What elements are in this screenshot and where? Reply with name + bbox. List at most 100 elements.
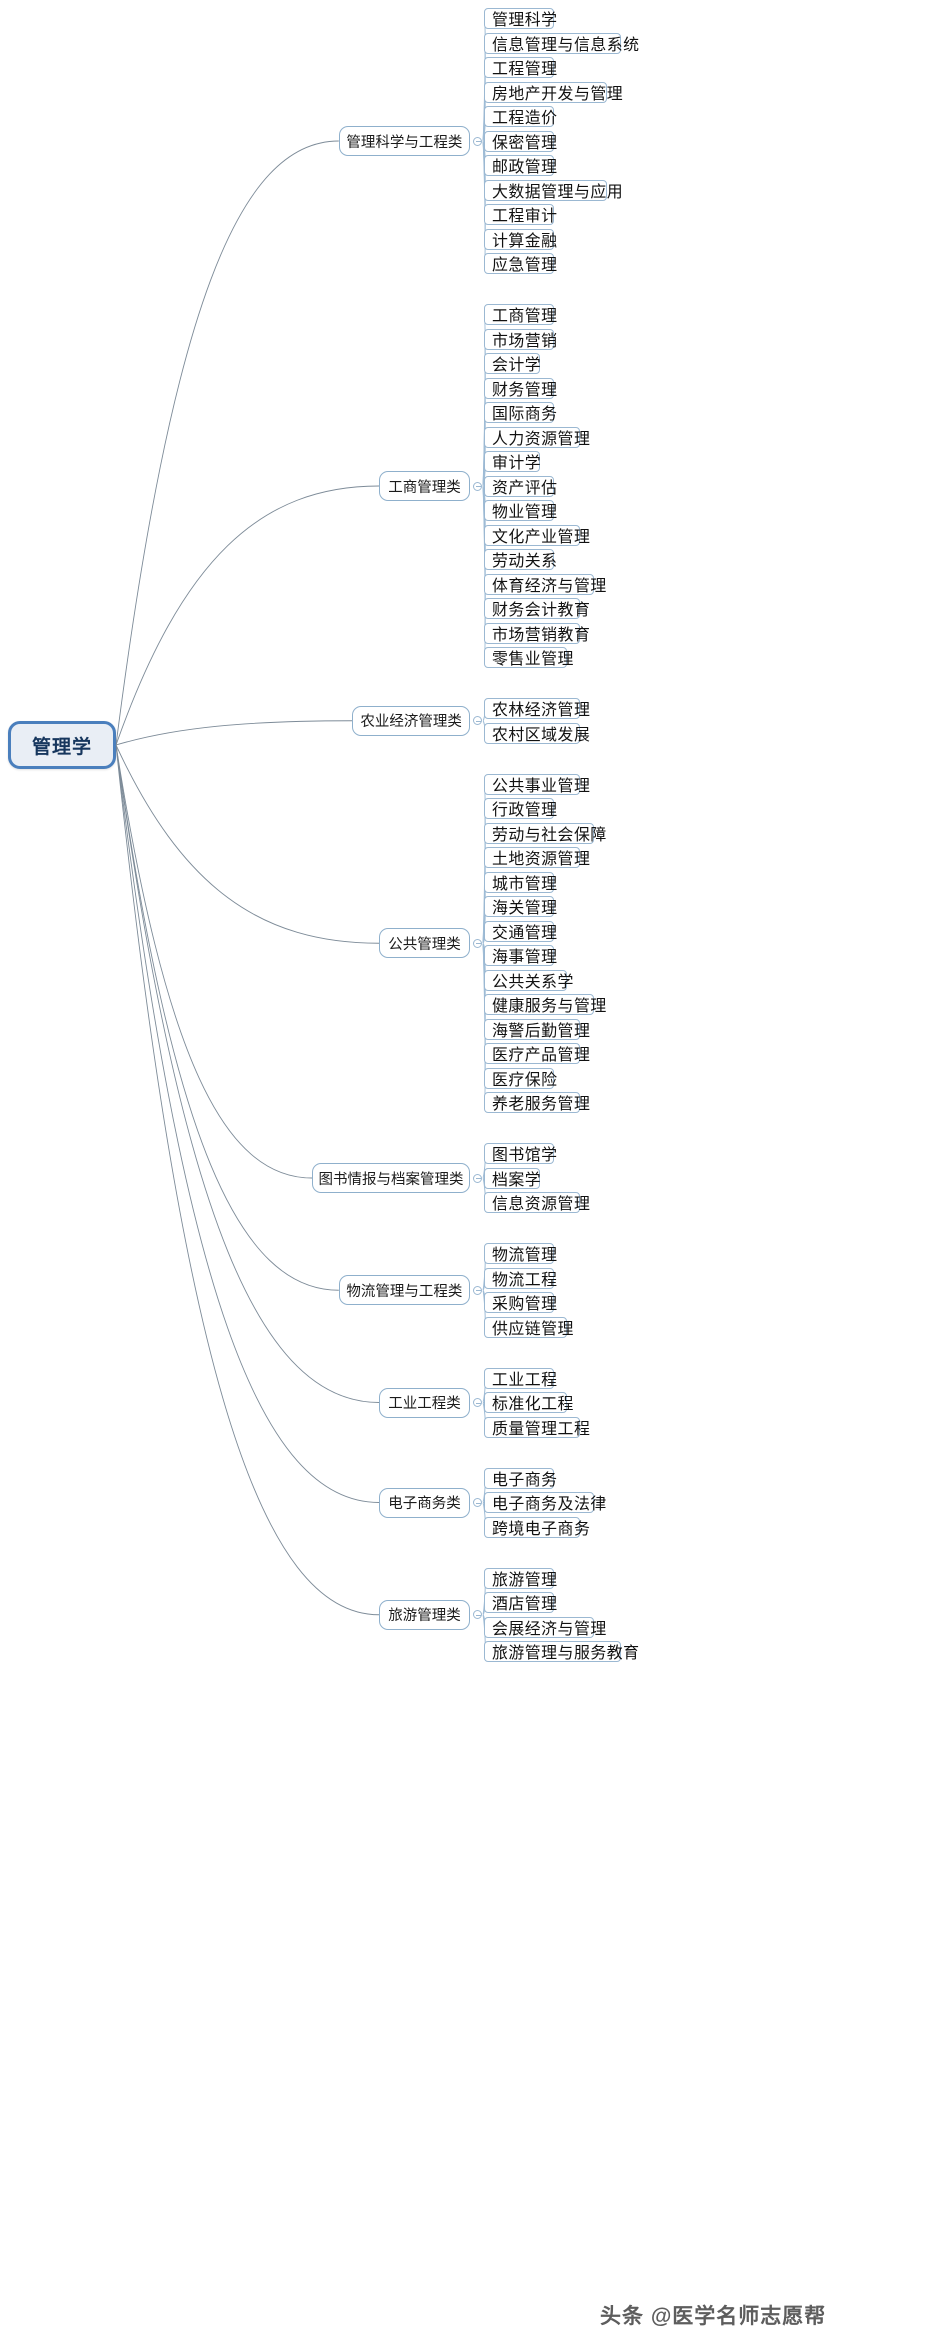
leaf-node[interactable]: 城市管理 xyxy=(484,871,557,893)
leaf-node[interactable]: 财务会计教育 xyxy=(484,598,590,619)
leaf-node[interactable]: 物流管理 xyxy=(484,1243,557,1264)
leaf-node[interactable]: 应急管理 xyxy=(484,253,557,274)
leaf-node[interactable]: 农林经济管理 xyxy=(484,698,590,719)
leaf-node[interactable]: 审计学 xyxy=(484,451,541,472)
leaf-node[interactable]: 医疗产品管理 xyxy=(484,1043,590,1064)
leaf-node[interactable]: 行政管理 xyxy=(484,798,557,819)
leaf-node[interactable]: 养老服务管理 xyxy=(484,1092,590,1113)
leaf-node[interactable]: 会展经济与管理 xyxy=(484,1616,606,1638)
leaf-node[interactable]: 采购管理 xyxy=(484,1292,557,1313)
leaf-node[interactable]: 财务管理 xyxy=(484,377,557,399)
branch-node[interactable]: 工商管理类 xyxy=(379,471,470,501)
leaf-node[interactable]: 保密管理 xyxy=(484,130,557,152)
leaf-node[interactable]: 国际商务 xyxy=(484,402,557,423)
leaf-node[interactable]: 工业工程 xyxy=(484,1367,557,1389)
leaf-node[interactable]: 土地资源管理 xyxy=(484,847,590,868)
leaf-node[interactable]: 标准化工程 xyxy=(484,1392,573,1413)
branch-node[interactable]: 公共管理类 xyxy=(379,928,470,959)
collapse-toggle-icon[interactable] xyxy=(473,136,482,146)
branch-node[interactable]: 管理科学与工程类 xyxy=(338,126,470,156)
leaf-node[interactable]: 图书馆学 xyxy=(484,1143,557,1164)
branch-label: 电子商务类 xyxy=(388,1496,461,1512)
leaf-node[interactable]: 信息资源管理 xyxy=(484,1192,590,1213)
leaf-node[interactable]: 房地产开发与管理 xyxy=(484,81,623,103)
leaf-node[interactable]: 工程造价 xyxy=(484,106,557,127)
leaf-label: 会展经济与管理 xyxy=(492,1620,607,1638)
leaf-node[interactable]: 电子商务及法律 xyxy=(484,1492,606,1513)
leaf-label: 保密管理 xyxy=(492,134,558,152)
leaf-label: 农村区域发展 xyxy=(492,726,591,744)
leaf-node[interactable]: 海事管理 xyxy=(484,945,557,966)
leaf-label: 会计学 xyxy=(492,357,542,374)
leaf-node[interactable]: 农村区域发展 xyxy=(484,722,590,744)
branch-node[interactable]: 农业经济管理类 xyxy=(352,705,470,736)
leaf-node[interactable]: 人力资源管理 xyxy=(484,426,590,448)
leaf-label: 物流管理 xyxy=(492,1247,558,1264)
leaf-node[interactable]: 零售业管理 xyxy=(484,647,573,668)
collapse-toggle-icon[interactable] xyxy=(473,1285,482,1295)
leaf-label: 劳动与社会保障 xyxy=(492,826,607,844)
leaf-node[interactable]: 文化产业管理 xyxy=(484,524,590,546)
leaf-node[interactable]: 公共事业管理 xyxy=(484,773,590,795)
branch-node[interactable]: 图书情报与档案管理类 xyxy=(312,1163,470,1193)
branch-node[interactable]: 物流管理与工程类 xyxy=(338,1275,470,1306)
leaf-node[interactable]: 劳动关系 xyxy=(484,549,557,570)
leaf-label: 医疗产品管理 xyxy=(492,1047,591,1064)
leaf-node[interactable]: 劳动与社会保障 xyxy=(484,822,606,844)
leaf-node[interactable]: 海关管理 xyxy=(484,896,557,917)
collapse-toggle-icon[interactable] xyxy=(473,1173,482,1183)
collapse-toggle-icon[interactable] xyxy=(473,1498,482,1507)
leaf-node[interactable]: 供应链管理 xyxy=(484,1316,573,1338)
branch-node[interactable]: 电子商务类 xyxy=(379,1487,470,1518)
collapse-toggle-icon[interactable] xyxy=(473,938,482,948)
leaf-node[interactable]: 资产评估 xyxy=(484,475,557,497)
leaf-node[interactable]: 体育经济与管理 xyxy=(484,573,606,595)
leaf-node[interactable]: 管理科学 xyxy=(484,8,557,29)
leaf-node[interactable]: 工程管理 xyxy=(484,57,557,78)
leaf-node[interactable]: 医疗保险 xyxy=(484,1067,557,1089)
leaf-node[interactable]: 电子商务 xyxy=(484,1467,557,1489)
leaf-node[interactable]: 公共关系学 xyxy=(484,969,573,991)
leaf-node[interactable]: 物业管理 xyxy=(484,500,557,521)
root-node[interactable]: 管理学 xyxy=(8,721,116,769)
collapse-toggle-icon[interactable] xyxy=(473,716,482,726)
leaf-node[interactable]: 大数据管理与应用 xyxy=(484,179,623,201)
leaf-label: 交通管理 xyxy=(492,924,558,942)
leaf-node[interactable]: 物流工程 xyxy=(484,1267,557,1289)
leaf-node[interactable]: 跨境电子商务 xyxy=(484,1516,590,1538)
leaf-label: 档案学 xyxy=(492,1171,542,1189)
leaf-label: 公共关系学 xyxy=(492,973,574,991)
leaf-node[interactable]: 市场营销教育 xyxy=(484,622,590,644)
leaf-node[interactable]: 健康服务与管理 xyxy=(484,994,606,1015)
collapse-toggle-icon[interactable] xyxy=(473,1398,482,1407)
leaf-node[interactable]: 交通管理 xyxy=(484,920,557,942)
leaf-node[interactable]: 会计学 xyxy=(484,353,542,374)
leaf-node[interactable]: 计算金融 xyxy=(484,228,557,250)
leaf-node[interactable]: 市场营销 xyxy=(484,328,557,350)
leaf-node[interactable]: 质量管理工程 xyxy=(484,1416,590,1438)
branch-node[interactable]: 工业工程类 xyxy=(379,1387,470,1418)
leaf-label: 养老服务管理 xyxy=(492,1096,591,1113)
leaf-node[interactable]: 工程审计 xyxy=(484,204,557,225)
leaf-label: 行政管理 xyxy=(492,802,558,819)
leaf-node[interactable]: 海警后勤管理 xyxy=(484,1018,590,1040)
leaf-label: 公共事业管理 xyxy=(492,777,591,795)
collapse-toggle-icon[interactable] xyxy=(473,1610,482,1620)
leaf-label: 电子商务 xyxy=(492,1471,558,1489)
leaf-node[interactable]: 信息管理与信息系统 xyxy=(484,32,639,54)
leaf-label: 健康服务与管理 xyxy=(492,998,607,1015)
leaf-label: 计算金融 xyxy=(492,232,558,250)
leaf-label: 医疗保险 xyxy=(492,1071,558,1089)
leaf-node[interactable]: 档案学 xyxy=(484,1167,542,1189)
leaf-label: 财务管理 xyxy=(492,381,558,399)
leaf-node[interactable]: 酒店管理 xyxy=(484,1592,557,1613)
collapse-toggle-icon[interactable] xyxy=(473,481,482,491)
leaf-node[interactable]: 旅游管理 xyxy=(484,1567,557,1589)
leaf-label: 海事管理 xyxy=(492,949,558,966)
leaf-label: 应急管理 xyxy=(492,257,558,274)
leaf-node[interactable]: 邮政管理 xyxy=(484,155,557,176)
leaf-node[interactable]: 工商管理 xyxy=(484,304,557,325)
leaf-node[interactable]: 旅游管理与服务教育 xyxy=(484,1641,639,1662)
branch-node[interactable]: 旅游管理类 xyxy=(379,1599,470,1630)
